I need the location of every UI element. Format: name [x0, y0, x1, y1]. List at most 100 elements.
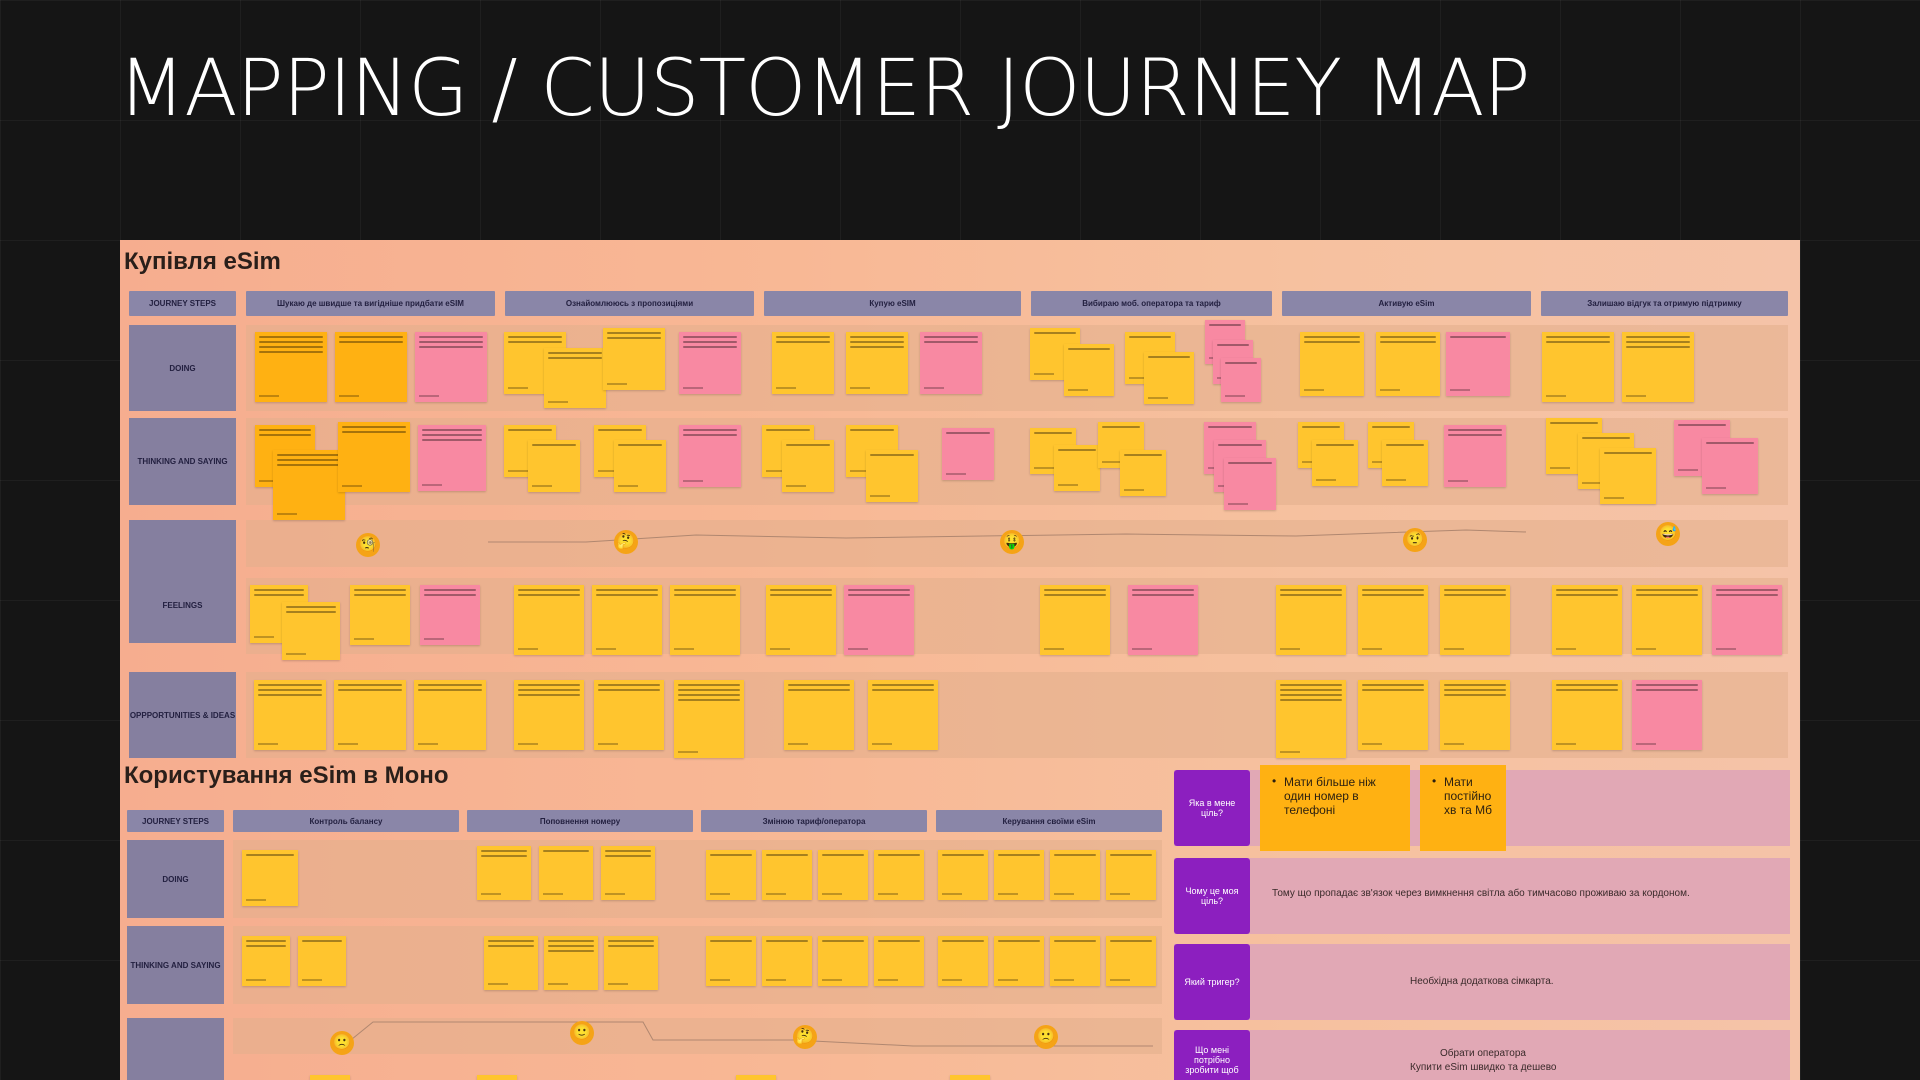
- sticky-note: [874, 936, 924, 986]
- row-band: [246, 578, 1788, 654]
- emotion-line: [488, 529, 1527, 543]
- sticky-note: [938, 850, 988, 900]
- sticky-note: [539, 846, 593, 900]
- sticky-note: [818, 936, 868, 986]
- sticky-note: [736, 1075, 776, 1080]
- sticky-note: [670, 585, 740, 655]
- sticky-note: [1276, 585, 1346, 655]
- todo-answer: Купити eSim швидко та дешево: [1410, 1062, 1557, 1073]
- sticky-note: [938, 936, 988, 986]
- section-title-usage: Користування eSim в Моно: [124, 762, 449, 789]
- journey-step: Вибираю моб. оператора та тариф: [1031, 291, 1272, 316]
- row-label-thinking: THINKING AND SAYING: [129, 418, 236, 505]
- goal-sticky: Мати більше ніж один номер в телефоні: [1260, 765, 1410, 851]
- sticky-note: [420, 585, 480, 645]
- journey-step: Залишаю відгук та отримую підтримку: [1541, 291, 1788, 316]
- todo-question: Що мені потрібно зробити щоб: [1174, 1030, 1250, 1080]
- sticky-note: [1440, 680, 1510, 750]
- page-title: MAPPING / CUSTOMER JOURNEY MAP: [118, 44, 1531, 134]
- row-band: [246, 418, 1788, 505]
- sticky-note: [415, 332, 487, 402]
- sticky-note: [1446, 332, 1510, 396]
- emoji-icon: 🙁: [330, 1031, 354, 1055]
- journey-steps-label: JOURNEY STEPS: [127, 810, 224, 832]
- emoji-icon: 🤔: [793, 1025, 817, 1049]
- sticky-note: [350, 585, 410, 645]
- sticky-note: [846, 332, 908, 394]
- sticky-note: [1312, 440, 1358, 486]
- sticky-note: [1622, 332, 1694, 402]
- sticky-note: [1054, 445, 1100, 491]
- sticky-note: [414, 680, 486, 750]
- sticky-note: [1632, 680, 1702, 750]
- emoji-icon: 🧐: [356, 533, 380, 557]
- emoji-icon: 🤔: [614, 530, 638, 554]
- sticky-note: [544, 936, 598, 990]
- sticky-note: [679, 332, 741, 394]
- journey-step: Поповнення номеру: [467, 810, 693, 832]
- sticky-note: [762, 850, 812, 900]
- sticky-note: [679, 425, 741, 487]
- emoji-icon: 🙂: [570, 1021, 594, 1045]
- sticky-note: [1106, 850, 1156, 900]
- sticky-note: [477, 846, 531, 900]
- sticky-note: [255, 332, 327, 402]
- sticky-note: [868, 680, 938, 750]
- sticky-note: [1221, 358, 1261, 402]
- sticky-note: [1300, 332, 1364, 396]
- row-band: [246, 672, 1788, 758]
- journey-step: Контроль балансу: [233, 810, 459, 832]
- sticky-note: [544, 348, 606, 408]
- sticky-note: [844, 585, 914, 655]
- sticky-note: [614, 440, 666, 492]
- sticky-note: [1128, 585, 1198, 655]
- sticky-note: [1542, 332, 1614, 402]
- sticky-note: [866, 450, 918, 502]
- sticky-note: [1050, 936, 1100, 986]
- emoji-icon: 🤨: [1403, 528, 1427, 552]
- trigger-question: Який тригер?: [1174, 944, 1250, 1020]
- sticky-note: [1552, 585, 1622, 655]
- info-band: [1174, 858, 1790, 934]
- sticky-note: [298, 936, 346, 986]
- sticky-note: [477, 1075, 517, 1080]
- sticky-note: [1712, 585, 1782, 655]
- sticky-note: [335, 332, 407, 402]
- sticky-note: [273, 450, 345, 520]
- sticky-note: [1064, 344, 1114, 396]
- sticky-note: [1702, 438, 1758, 494]
- journey-map-board: Купівля eSim JOURNEY STEPS Шукаю де швид…: [120, 240, 1800, 1080]
- sticky-note: [242, 936, 290, 986]
- trigger-answer: Необхідна додаткова сімкарта.: [1410, 976, 1554, 987]
- sticky-note: [920, 332, 982, 394]
- sticky-note: [601, 846, 655, 900]
- sticky-note: [674, 680, 744, 758]
- sticky-note: [706, 936, 756, 986]
- sticky-note: [1050, 850, 1100, 900]
- sticky-note: [528, 440, 580, 492]
- journey-steps-label: JOURNEY STEPS: [129, 291, 236, 316]
- sticky-note: [1358, 680, 1428, 750]
- sticky-note: [514, 585, 584, 655]
- row-label-thinking: THINKING AND SAYING: [127, 926, 224, 1004]
- row-band: [246, 325, 1788, 411]
- sticky-note: [310, 1075, 350, 1080]
- sticky-note: [484, 936, 538, 990]
- sticky-note: [772, 332, 834, 394]
- row-label-emotion: [127, 1018, 224, 1080]
- sticky-note: [1382, 440, 1428, 486]
- sticky-note: [242, 850, 298, 906]
- goal-question: Яка в мене ціль?: [1174, 770, 1250, 846]
- sticky-note: [706, 850, 756, 900]
- sticky-note: [418, 425, 486, 491]
- sticky-note: [1224, 458, 1276, 510]
- sticky-note: [762, 936, 812, 986]
- sticky-note: [338, 422, 410, 492]
- journey-step: Шукаю де швидше та вигідніше придбати eS…: [246, 291, 495, 316]
- row-label-doing: DOING: [129, 325, 236, 411]
- journey-step: Керування своїми eSim: [936, 810, 1162, 832]
- sticky-note: [1276, 680, 1346, 758]
- sticky-note: [784, 680, 854, 750]
- sticky-note: [1120, 450, 1166, 496]
- journey-step: Купую eSIM: [764, 291, 1021, 316]
